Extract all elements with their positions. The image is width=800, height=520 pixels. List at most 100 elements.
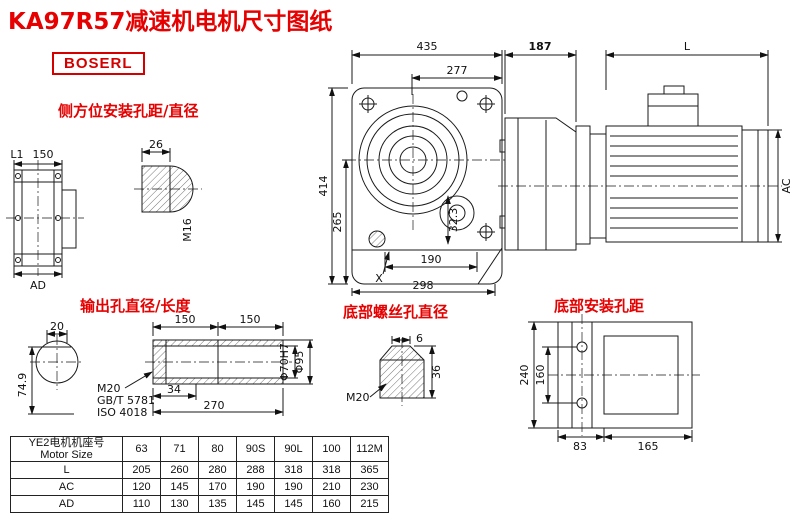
dim-shaft-bore: Φ70H7 <box>278 343 298 381</box>
dim-36: 36 <box>430 365 443 379</box>
table-cell: 205 <box>122 461 161 480</box>
bottom-screw-label: 底部螺丝孔直径 <box>343 303 449 321</box>
table-cell: 160 <box>312 495 351 514</box>
table-cell: 318 <box>312 461 351 480</box>
table-header-cell: 80 <box>198 435 237 463</box>
table-header-cell: 90S <box>236 435 275 463</box>
dim-240: 240 <box>518 365 531 386</box>
table-cell: 190 <box>236 478 275 497</box>
table-cell: 215 <box>350 495 389 514</box>
row-label: AC <box>10 478 123 497</box>
dim-32-3: 32.3 <box>447 208 460 233</box>
dim-6: 6 <box>416 332 423 345</box>
table-cell: 145 <box>236 495 275 514</box>
row-label: L <box>10 461 123 480</box>
row-label: AD <box>10 495 123 514</box>
label-m20-screw: M20 <box>346 391 370 404</box>
table-row-AC: AC 120 145 170 190 190 210 230 <box>10 478 389 497</box>
boserl-logo: BOSERL <box>52 52 145 75</box>
dim-flange-ad: AD <box>13 266 63 292</box>
table-cell: 280 <box>198 461 237 480</box>
table-cell: 288 <box>236 461 275 480</box>
motor-size-table: YE2电机机座号 Motor Size 63 71 80 90S 90L 100… <box>10 435 389 514</box>
dim-277: 277 <box>447 64 468 77</box>
dim-phi70h7: Φ70H7 <box>278 343 291 381</box>
dim-bottom-240: 240 <box>518 321 558 429</box>
dim-front-298: 298 <box>351 279 496 296</box>
dim-side-AC: AC <box>744 129 793 243</box>
dim-screw-6: 6 <box>391 332 423 345</box>
table-cell: 120 <box>122 478 161 497</box>
dim-ad: AD <box>30 279 46 292</box>
dim-output-20: 20 <box>46 320 68 343</box>
dim-bottom-160: 160 <box>534 346 577 404</box>
dim-shaft-150a: 150 <box>152 313 219 336</box>
dim-165: 165 <box>638 440 659 453</box>
dim-m16: M16 <box>181 218 194 242</box>
dim-front-414: 414 <box>317 87 348 285</box>
table-cell: 190 <box>274 478 313 497</box>
dim-flange-150: L1 150 <box>10 148 63 170</box>
table-header-cell: 71 <box>160 435 199 463</box>
dim-l1: L1 <box>10 148 23 161</box>
table-cell: 260 <box>160 461 199 480</box>
dim-shaft-150b: 150 <box>217 313 284 336</box>
dim-shaft-34: 34 <box>152 383 197 400</box>
dim-side-L: L <box>605 40 769 126</box>
dim-74-9: 74.9 <box>16 373 29 398</box>
dim-front-277: 277 <box>411 64 503 95</box>
table-header-motor-size: YE2电机机座号 Motor Size <box>10 435 123 463</box>
dim-shaft-od: Φ95 <box>283 339 313 385</box>
dim-output-74-9: 74.9 <box>16 346 43 415</box>
dim-stub-26: 26 <box>141 138 171 162</box>
dim-435: 435 <box>417 40 438 53</box>
dim-265: 265 <box>331 212 344 233</box>
table-cell: 130 <box>160 495 199 514</box>
dim-shaft-270: 270 <box>152 388 284 416</box>
table-cell: 145 <box>274 495 313 514</box>
dim-34: 34 <box>167 383 181 396</box>
table-cell: 145 <box>160 478 199 497</box>
table-row-L: L 205 260 280 288 318 318 365 <box>10 461 389 480</box>
dim-bottom-83: 83 <box>557 428 605 453</box>
table-cell: 135 <box>198 495 237 514</box>
flange-side-view <box>6 160 84 276</box>
table-cell: 365 <box>350 461 389 480</box>
dim-front-190: 190 <box>384 252 478 272</box>
label-gbt-5781: GB/T 5781 <box>97 394 155 407</box>
table-header-cell: 100 <box>312 435 351 463</box>
dim-270: 270 <box>204 399 225 412</box>
bottom-mount-view <box>548 314 700 436</box>
side-mount-label: 侧方位安装孔距/直径 <box>58 102 199 120</box>
x-marker: X <box>375 251 390 285</box>
output-shaft-section-view <box>145 339 292 385</box>
table-header-cn: YE2电机机座号 <box>28 437 105 449</box>
dim-front-265: 265 <box>331 159 352 285</box>
dim-150b: 150 <box>240 313 261 326</box>
table-cell: 318 <box>274 461 313 480</box>
table-header-cell: 112M <box>350 435 389 463</box>
gearbox-front-view <box>346 87 508 285</box>
label-iso-4018: ISO 4018 <box>97 406 147 419</box>
table-header-en: Motor Size <box>40 449 93 462</box>
dim-side-187: 187 <box>504 40 577 122</box>
label-m20-shaft: M20 <box>97 382 121 395</box>
dim-bottom-165: 165 <box>603 430 693 453</box>
dim-160: 160 <box>534 365 547 386</box>
table-header-cell: 63 <box>122 435 161 463</box>
dim-83: 83 <box>573 440 587 453</box>
dim-20: 20 <box>50 320 64 333</box>
page-title: KA97R57减速机电机尺寸图纸 <box>8 9 333 35</box>
table-row-AD: AD 110 130 135 145 145 160 215 <box>10 495 389 514</box>
table-header-cell: 90L <box>274 435 313 463</box>
dim-298: 298 <box>413 279 434 292</box>
dim-phi95: Φ95 <box>293 351 306 374</box>
dim-screw-36: 36 <box>414 345 443 399</box>
dim-L: L <box>684 40 691 53</box>
table-cell: 230 <box>350 478 389 497</box>
dim-414: 414 <box>317 176 330 197</box>
dim-26: 26 <box>149 138 163 151</box>
table-cell: 210 <box>312 478 351 497</box>
dim-AC: AC <box>780 178 793 193</box>
